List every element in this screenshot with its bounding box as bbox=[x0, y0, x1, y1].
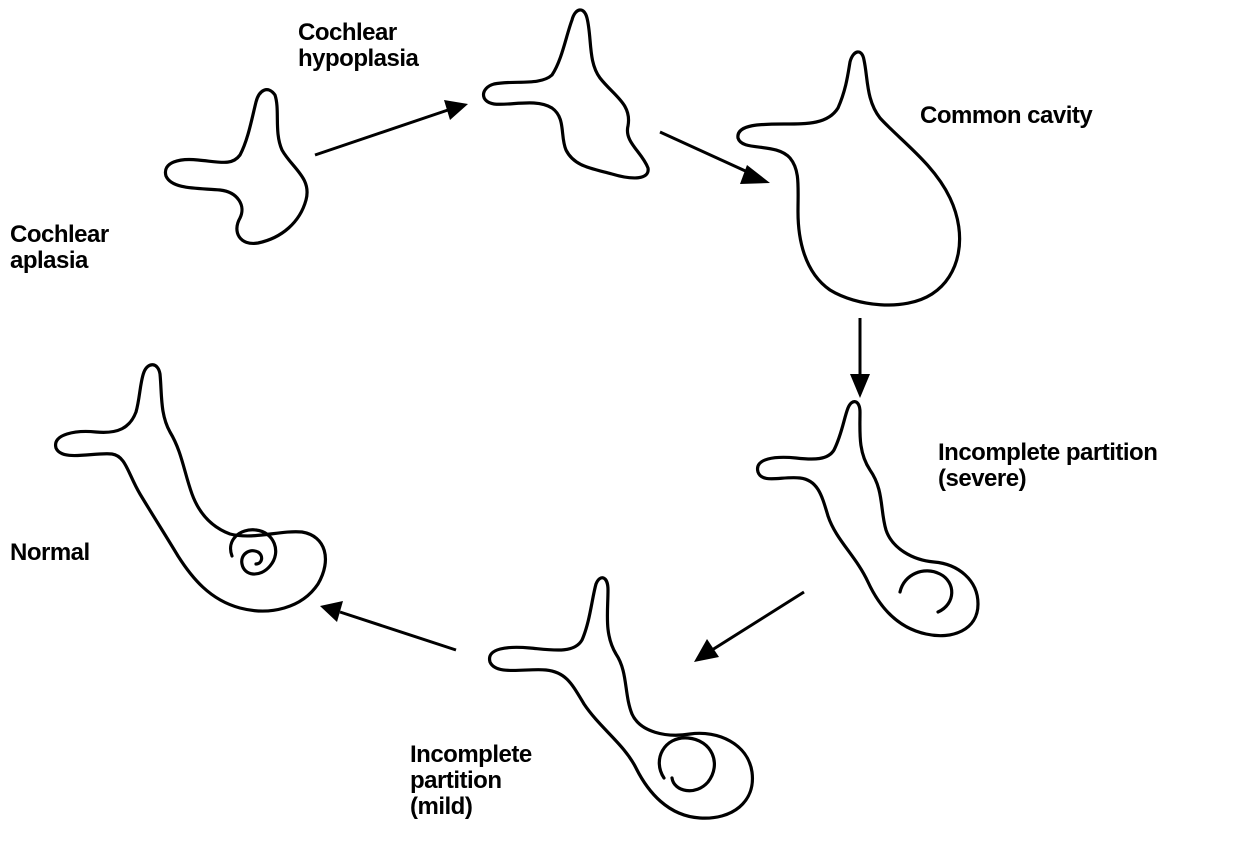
label-line: Incomplete partition bbox=[938, 439, 1158, 466]
label-line: hypoplasia bbox=[298, 45, 419, 72]
label-line: Incomplete bbox=[410, 741, 532, 768]
label-line: (severe) bbox=[938, 465, 1027, 492]
cochlear-hypoplasia-shape bbox=[481, 8, 650, 180]
arrow-severe-to-mild bbox=[694, 590, 805, 662]
label-normal: Normal bbox=[10, 540, 90, 566]
label-line: Cochlear bbox=[298, 19, 397, 46]
incomplete-partition-mild-spiral bbox=[657, 736, 716, 793]
incomplete-partition-severe-spiral bbox=[898, 569, 954, 614]
label-cochlear-hypoplasia: Cochlear hypoplasia bbox=[298, 19, 419, 72]
label-common-cavity: Common cavity bbox=[920, 102, 1093, 129]
normal-spiral bbox=[229, 528, 278, 576]
label-incomplete-partition-severe: Incomplete partition (severe) bbox=[938, 439, 1158, 492]
arrow-common-cavity-to-severe bbox=[850, 318, 870, 398]
label-line: (mild) bbox=[410, 793, 473, 820]
arrow-mild-to-normal bbox=[320, 601, 457, 652]
arrow-aplasia-to-hypoplasia bbox=[314, 100, 468, 157]
arrow-hypoplasia-to-common-cavity bbox=[659, 130, 770, 184]
normal-shape bbox=[54, 363, 328, 613]
label-line: Common cavity bbox=[920, 102, 1093, 129]
label-cochlear-aplasia: Cochlear aplasia bbox=[10, 222, 109, 274]
cochlear-aplasia-shape bbox=[163, 88, 309, 245]
incomplete-partition-severe-shape bbox=[756, 400, 980, 638]
incomplete-partition-mild-shape bbox=[488, 576, 754, 820]
label-incomplete-partition-mild: Incomplete partition (mild) bbox=[410, 742, 532, 820]
label-line: partition bbox=[410, 767, 502, 794]
label-line: Normal bbox=[10, 539, 90, 566]
label-line: Cochlear bbox=[10, 221, 109, 248]
common-cavity-shape bbox=[736, 50, 962, 307]
label-line: aplasia bbox=[10, 247, 88, 274]
